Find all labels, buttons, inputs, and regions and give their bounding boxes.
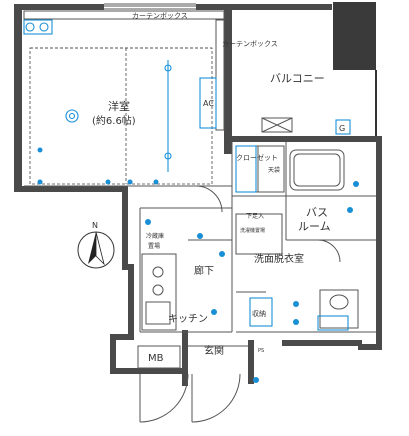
north-label: N <box>92 221 98 230</box>
corridor-label: 廊下 <box>194 264 214 277</box>
balcony-label: バルコニー <box>270 72 325 85</box>
fridge-label-2: 置場 <box>148 242 160 250</box>
bath-label-2: ルーム <box>298 220 331 233</box>
washer-label: 洗濯機置場 <box>240 227 265 234</box>
interior-walls <box>24 142 376 347</box>
mb-box <box>137 345 181 369</box>
fridge-label: 冷蔵庫 <box>146 232 164 240</box>
washroom-label: 洗面脱衣室 <box>254 252 304 265</box>
western-room-size: (約6.6帖) <box>92 114 136 127</box>
bath-label: バス <box>306 206 328 219</box>
north-arrow <box>77 231 115 269</box>
curtain-box-side-label: カーテンボックス <box>222 40 278 48</box>
bathtub <box>289 149 345 191</box>
exterior-walls <box>14 4 382 386</box>
mb-label: MB <box>148 353 164 364</box>
shoe-box-label: 下足入 <box>246 213 264 220</box>
curtain-box-top-label: カーテンボックス <box>132 12 188 20</box>
kitchen-counter <box>141 253 177 331</box>
kitchen-label: キッチン <box>168 313 208 325</box>
top-window <box>104 3 196 10</box>
room-door-swing <box>195 185 223 213</box>
western-room-label: 洋室 <box>108 99 130 113</box>
ps-label: PS <box>258 348 264 354</box>
washbasin <box>319 289 359 329</box>
ac-label: AC <box>203 99 214 108</box>
g-label: G <box>339 124 345 133</box>
electrical-equipment <box>23 19 359 383</box>
entrance-label: 玄関 <box>204 344 224 357</box>
balcony-exterior-block <box>333 2 376 70</box>
storage-label: 収納 <box>252 309 266 318</box>
entrance-doors <box>139 373 241 423</box>
closet-label: クローゼット <box>236 153 278 162</box>
upper-cabinet-label: 天袋 <box>268 166 280 174</box>
bath-door-swing <box>317 239 341 263</box>
washing-machine-space <box>235 213 283 255</box>
